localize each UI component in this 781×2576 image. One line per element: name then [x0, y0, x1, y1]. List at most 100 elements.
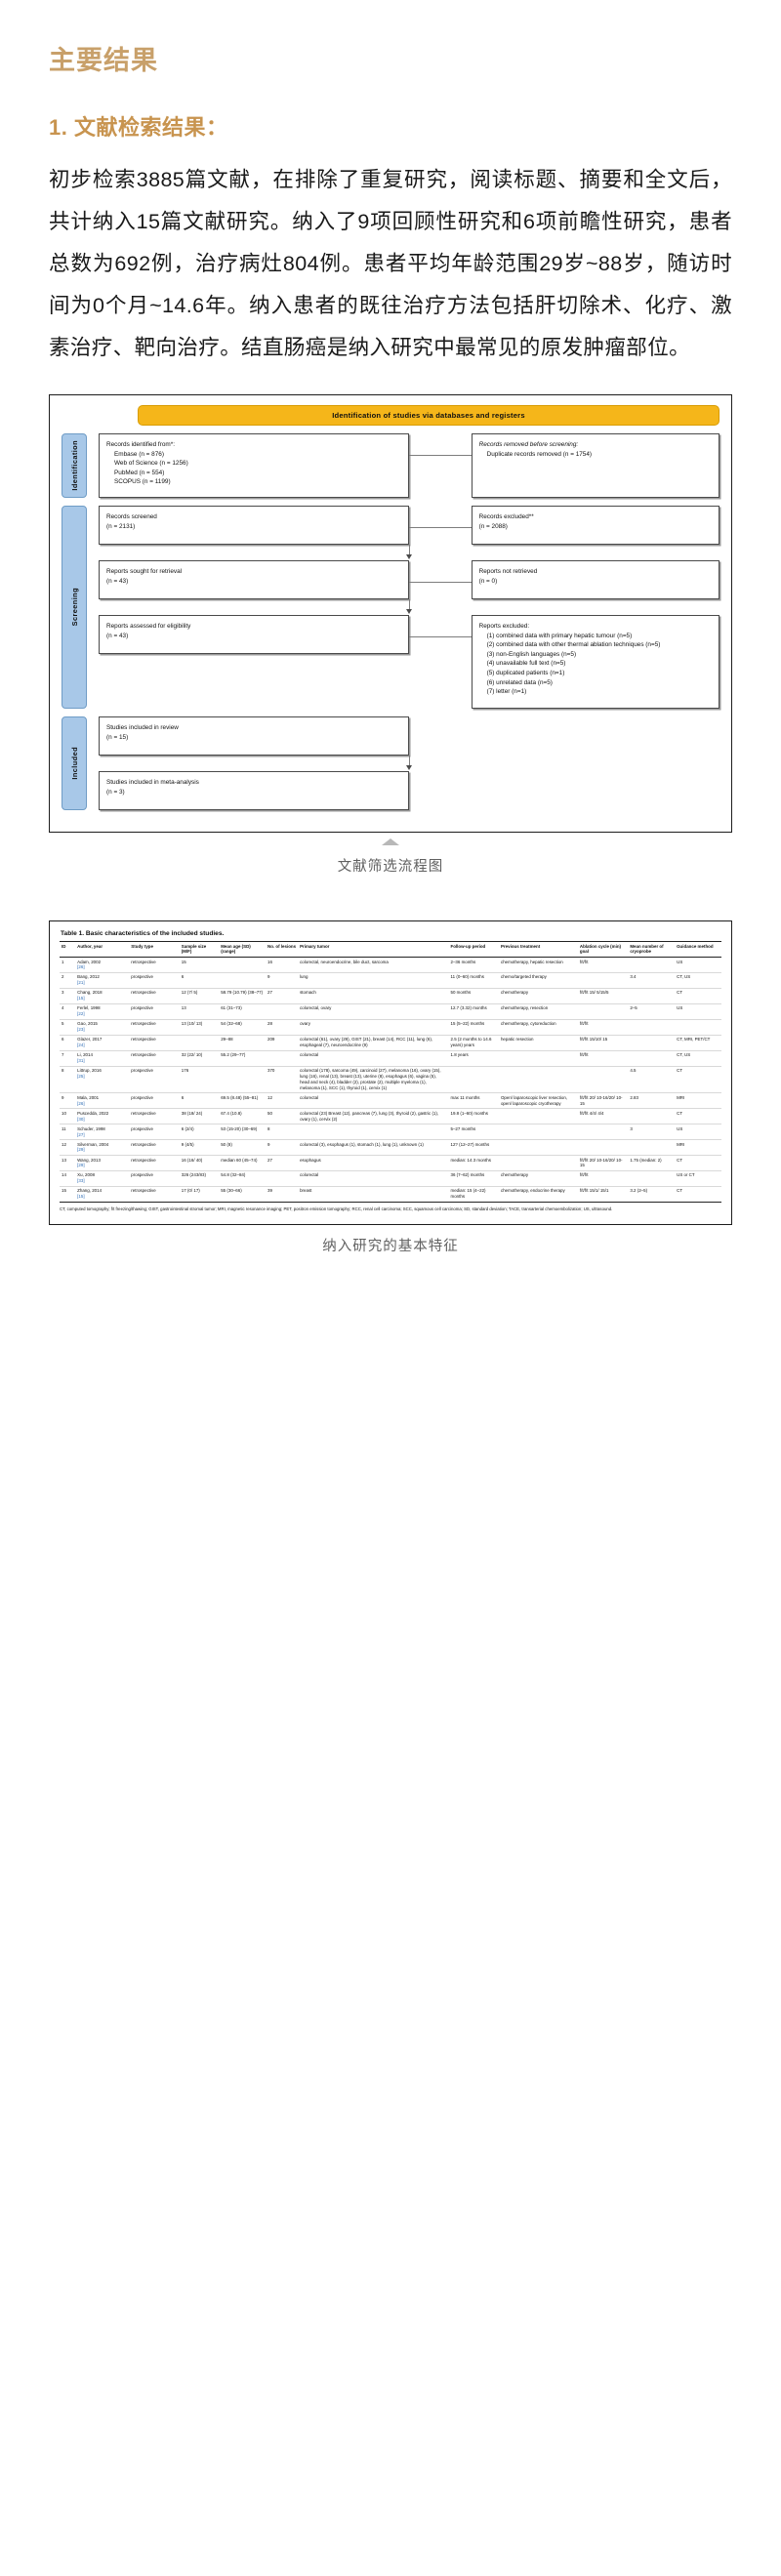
cell-id: 14	[60, 1170, 76, 1187]
cell-type: prospective	[129, 1066, 180, 1094]
cell-author: Chang, 2018[15]	[75, 988, 130, 1004]
table-header-row: ID Author, year Study type Sample size (…	[60, 941, 721, 958]
cell-probes: 3.2 (2–5)	[628, 1186, 676, 1203]
records-excluded-n: (n = 2088)	[478, 522, 508, 530]
citation-ref[interactable]: [31]	[77, 1058, 85, 1064]
citation-ref[interactable]: [26]	[77, 964, 85, 970]
cell-id: 3	[60, 988, 76, 1004]
cell-lesions: 28	[265, 1019, 299, 1036]
cell-cycle: f/t/f/t 4/4/ 4/4	[577, 1108, 629, 1125]
side-label-text: Included	[69, 747, 79, 780]
cell-probes	[628, 1019, 676, 1036]
cell-sample: 32 (22/ 10)	[179, 1050, 220, 1067]
cell-age: 29–88	[219, 1035, 266, 1051]
cell-probes	[628, 1170, 676, 1187]
table-footnote: CT, computed tomography; f/t freezing/th…	[60, 1206, 613, 1211]
cell-sample: 6	[179, 972, 220, 989]
cell-id: 11	[60, 1124, 76, 1140]
box-included-review: Studies included in review (n = 15)	[99, 716, 409, 756]
cell-cycle: f/t/f/t 20/ 10-16/20/ 10-15	[577, 1092, 629, 1110]
citation-ref[interactable]: [33]	[77, 1178, 85, 1184]
cell-lesions: 370	[265, 1066, 299, 1094]
cell-guidance: US	[675, 1124, 721, 1140]
cell-probes	[628, 957, 676, 973]
cell-previous	[498, 1050, 578, 1067]
box-reports-sought: Reports sought for retrieval (n = 43)	[99, 560, 409, 599]
citation-ref[interactable]: [26]	[77, 1100, 85, 1106]
cell-age	[219, 957, 266, 973]
cell-tumor: stomach	[298, 988, 449, 1004]
box-records-screened: Records screened (n = 2131)	[99, 506, 409, 545]
cell-cycle: f/t/f/t	[577, 957, 629, 973]
cell-lesions: 209	[265, 1035, 299, 1051]
cell-tumor: colorectal, ovary	[298, 1003, 449, 1020]
cell-probes: 3.4	[628, 972, 676, 989]
cell-age	[219, 972, 266, 989]
not-retrieved-n: (n = 0)	[478, 577, 498, 585]
records-screened-label: Records screened	[106, 513, 157, 520]
cell-author: Bang, 2012[21]	[75, 972, 130, 989]
cell-lesions: 12	[265, 1092, 299, 1110]
cell-lesions: 27	[265, 1155, 299, 1171]
cell-type: prospective	[129, 1124, 180, 1140]
cell-type: retrospective	[129, 1035, 180, 1051]
source-web-of-science: Web of Science (n = 1256)	[114, 460, 188, 468]
cell-lesions	[265, 1050, 299, 1067]
cell-type: retrospective	[129, 988, 180, 1004]
cell-previous: chemotherapy, cytoreduction	[498, 1019, 578, 1036]
citation-ref[interactable]: [30]	[77, 1116, 85, 1122]
cell-previous: chemo/targeted therapy	[498, 972, 578, 989]
prisma-identification-row: Identification Records identified from*:…	[62, 433, 719, 498]
table-head: ID Author, year Study type Sample size (…	[60, 941, 721, 958]
records-screened-n: (n = 2131)	[106, 522, 136, 530]
cell-probes	[628, 1035, 676, 1051]
prisma-diagram: Identification of studies via databases …	[62, 405, 719, 810]
cell-previous: hepatic resection	[498, 1035, 578, 1051]
citation-ref[interactable]: [15]	[77, 996, 85, 1002]
cell-type: prospective	[129, 972, 180, 989]
citation-ref[interactable]: [29]	[77, 1147, 85, 1153]
cell-age: median 60 (45–74)	[219, 1155, 266, 1171]
table-frame: Table 1. Basic characteristics of the in…	[49, 920, 732, 1225]
cell-cycle: f/t/f/t 15/1/ 15/1	[577, 1186, 629, 1203]
cell-guidance: MRI	[675, 1139, 721, 1156]
figure1-caption: 文献筛选流程图	[337, 859, 444, 875]
cell-lesions: 27	[265, 988, 299, 1004]
cell-guidance: CT, US	[675, 972, 721, 989]
cell-probes	[628, 1139, 676, 1156]
collapse-arrow-icon[interactable]	[382, 838, 399, 845]
cell-lesions: 16	[265, 957, 299, 973]
cell-followup: 5–27 months	[448, 1124, 499, 1140]
citation-ref[interactable]: [27]	[77, 1131, 85, 1137]
cell-lesions: 9	[265, 972, 299, 989]
side-label-text: Identification	[69, 440, 79, 491]
citation-ref[interactable]: [23]	[77, 1027, 85, 1033]
citation-ref[interactable]: [15]	[77, 1194, 85, 1200]
cell-tumor: colorectal (178), sarcoma (49), carcinoi…	[298, 1066, 449, 1094]
citation-ref[interactable]: [25]	[77, 1073, 85, 1079]
cell-author: Puscedda, 2022[30]	[75, 1108, 130, 1125]
reports-sought-n: (n = 43)	[106, 577, 129, 585]
citation-ref[interactable]: [24]	[77, 1043, 85, 1048]
cell-sample: 326 (243/83)	[179, 1170, 220, 1187]
cell-id: 15	[60, 1186, 76, 1203]
cell-cycle	[577, 1139, 629, 1156]
box-records-identified: Records identified from*: Embase (n = 87…	[99, 433, 409, 498]
source-scopus: SCOPUS (n = 1199)	[114, 478, 171, 486]
cell-age: 61 (31–73)	[219, 1003, 266, 1020]
cell-previous: chemotherapy, hepatic resection	[498, 957, 578, 973]
cell-followup: 19.8 (1–60) months	[448, 1108, 499, 1125]
col-ablation-cycle: Ablation cycle (min) goal	[577, 941, 629, 958]
cell-previous	[498, 1108, 578, 1125]
col-cryoprobe: Mean number of cryoprobe	[628, 941, 676, 958]
citation-ref[interactable]: [22]	[77, 1011, 85, 1017]
cell-type: prospective	[129, 1092, 180, 1110]
citation-ref[interactable]: [29]	[77, 1163, 85, 1168]
box-reports-assessed: Reports assessed for eligibility (n = 43…	[99, 615, 409, 654]
citation-ref[interactable]: [21]	[77, 980, 85, 986]
